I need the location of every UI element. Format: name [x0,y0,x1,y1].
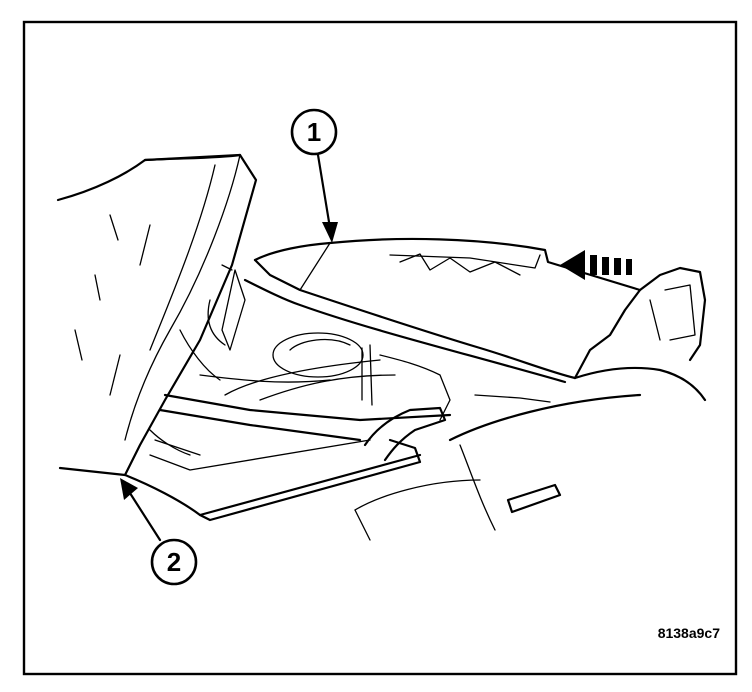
glove-box-door [123,406,447,522]
dash-internal-components [149,299,551,456]
reference-code: 8138a9c7 [658,625,721,641]
instrument-panel-top-cover [221,237,642,384]
a-pillar-trim [56,153,258,477]
callout-2: 2 [150,538,198,586]
diagram-frame [22,20,738,676]
right-dash-structure [354,266,707,541]
callout-1: 1 [290,108,338,156]
callout-1-leader [316,153,338,243]
callout-2-label: 2 [167,547,181,577]
callout-1-label: 1 [307,117,321,147]
direction-arrow-left [560,250,632,280]
callout-2-leader [120,478,162,542]
